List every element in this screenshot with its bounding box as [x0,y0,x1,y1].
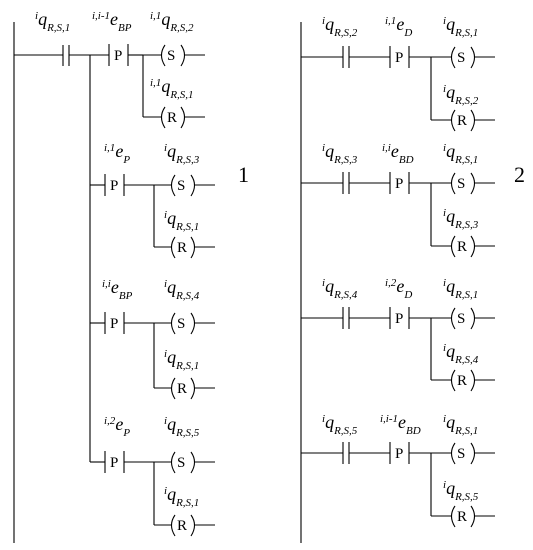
pulse-label: i,2eP [104,414,130,439]
set-coil-label: S [177,178,185,194]
set-coil-operand: iqR,S,1 [443,141,478,166]
reset-coil-operand: iqR,S,2 [443,82,479,107]
right-rung-3: P S R iqR,S,4 i,2eD iqR,S,1 iqR,S,4 [301,276,495,392]
pulse-label: i,i-1eBD [380,412,421,437]
reset-coil-label: R [457,509,467,525]
reset-coil-operand: iqR,S,5 [443,478,479,503]
reset-coil-operand: iqR,S,1 [164,484,199,509]
set-coil-label: S [177,455,185,471]
pulse-box-label: P [110,316,118,332]
contact-label: iqR,S,3 [322,141,358,166]
reset-coil-operand: iqR,S,3 [443,206,479,231]
contact-label: iqR,S,2 [322,14,358,39]
pulse-label: i,ieBP [102,277,133,302]
reset-coil-label: R [457,239,467,255]
diagram-number-1: 1 [238,162,249,187]
set-coil-operand: iqR,S,5 [164,414,200,439]
set-coil-label: S [167,48,175,64]
pulse-box-label: P [395,50,403,66]
contact-label: iqR,S,4 [322,276,358,301]
set-coil-operand: iqR,S,3 [164,141,200,166]
pulse-label: i,ieBD [382,141,414,166]
set-coil-label: S [457,311,465,327]
reset-coil-label: R [177,381,187,397]
right-rung-2: P S R iqR,S,3 i,ieBD iqR,S,1 iqR,S,3 [301,141,495,258]
left-ladder: iqR,S,1 P S R i,i-1eBP i,1qR,S,2 i,1qR,S… [13,9,249,543]
set-coil-operand: iqR,S,1 [443,276,478,301]
left-rung-1: P S R i,i-1eBP i,1qR,S,2 i,1qR,S,1 [90,9,205,129]
pulse-label: i,2eD [385,276,412,301]
left-rung-4: P S R i,2eP iqR,S,5 iqR,S,1 [90,414,215,537]
left-rung-2: P S R i,1eP iqR,S,3 iqR,S,1 [90,141,215,259]
set-coil-operand: iqR,S,4 [164,277,200,302]
set-coil-label: S [177,316,185,332]
right-ladder: P S R iqR,S,2 i,1eD iqR,S,1 iqR,S,2 [300,14,525,543]
diagram-number-2: 2 [514,162,525,187]
pulse-box-label: P [114,48,122,64]
left-header-contact-label: iqR,S,1 [35,9,70,34]
reset-coil-label: R [177,518,187,534]
set-coil-label: S [457,176,465,192]
reset-coil-operand: iqR,S,4 [443,341,479,366]
right-rung-4: P S R iqR,S,5 i,i-1eBD iqR,S,1 iqR,S,5 [301,412,495,528]
set-coil-operand: iqR,S,1 [443,14,478,39]
left-header-contact: iqR,S,1 [14,9,90,66]
right-rung-1: P S R iqR,S,2 i,1eD iqR,S,1 iqR,S,2 [301,14,495,132]
set-coil-label: S [457,446,465,462]
reset-coil-operand: iqR,S,1 [164,208,199,233]
reset-coil-operand: i,1qR,S,1 [150,76,194,101]
reset-coil-label: R [177,240,187,256]
contact-label: iqR,S,5 [322,412,358,437]
pulse-box-label: P [395,311,403,327]
pulse-box-label: P [395,176,403,192]
pulse-box-label: P [110,455,118,471]
pulse-box-label: P [110,178,118,194]
pulse-label: i,1eD [385,14,412,39]
left-rung-3: P S R i,ieBP iqR,S,4 iqR,S,1 [90,277,215,400]
set-coil-label: S [457,50,465,66]
set-coil-operand: iqR,S,1 [443,412,478,437]
pulse-box-label: P [395,446,403,462]
set-coil-operand: i,1qR,S,2 [150,9,194,34]
reset-coil-label: R [457,373,467,389]
reset-coil-operand: iqR,S,1 [164,347,199,372]
reset-coil-label: R [457,113,467,129]
pulse-label: i,1eP [104,141,130,166]
reset-coil-label: R [167,110,177,126]
pulse-label: i,i-1eBP [92,9,132,34]
